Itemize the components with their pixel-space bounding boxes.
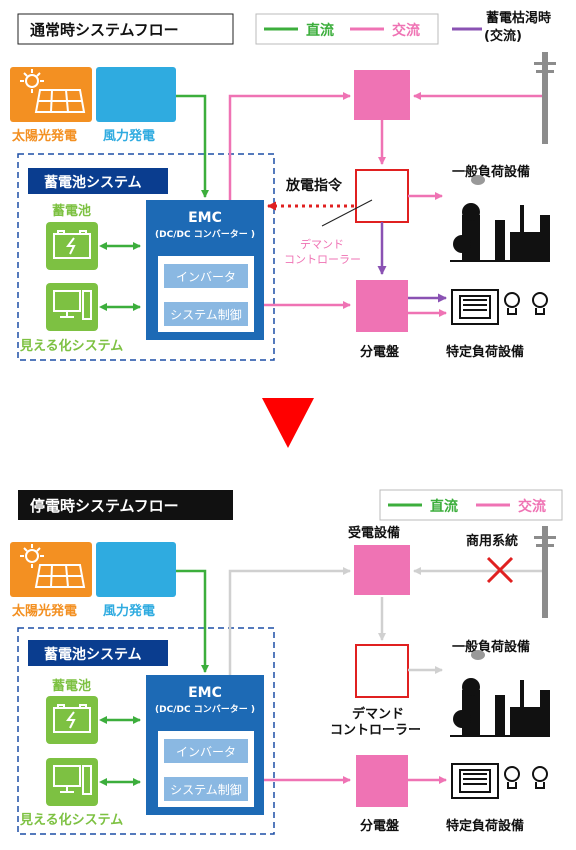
outage-demand-controller-box: [355, 644, 409, 698]
system-control-label: システム制御: [170, 307, 242, 322]
specific-load-label: 特定負荷設備: [446, 344, 524, 360]
outage-battery-system-header: [28, 640, 168, 666]
wind-box: [96, 67, 176, 122]
demand-label-line2: コントローラー: [284, 253, 361, 266]
battery-system-header: [28, 168, 168, 194]
outage-visual-label: 見える化システム: [19, 812, 123, 828]
transition-arrow-icon: [262, 398, 314, 448]
normal-flow-section: 通常時システムフロー 直流 交流 蓄電枯渇時 (交流) 太陽光発電 風力発電 蓄…: [10, 10, 556, 361]
outage-system-control-label: システム制御: [170, 782, 242, 797]
normal-legend-depleted: 蓄電枯渇時: [486, 10, 551, 26]
outage-flow-section: 停電時システムフロー 直流 交流 太陽光発電 風力発電 蓄電池システム 蓄電池: [10, 489, 563, 835]
normal-legend-depleted-note: (交流): [484, 28, 522, 44]
outage-inverter-box: [164, 739, 248, 763]
outage-battery-icon: [53, 704, 91, 733]
outage-title-box: [18, 490, 233, 520]
demand-label-line1: デマンド: [300, 237, 344, 251]
outage-legend-ac: 交流: [518, 498, 546, 515]
general-load-label: 一般負荷設備: [452, 164, 530, 180]
outage-emc-sub-label: (DC/DC コンバーター ): [155, 703, 255, 715]
outage-wind-box: [96, 542, 176, 597]
outage-battery-system-frame: [17, 627, 275, 835]
normal-title: 通常時システムフロー: [30, 21, 179, 39]
outage-commercial-label: 商用系統: [466, 533, 518, 549]
outage-legend-dc: 直流: [430, 498, 458, 515]
discharge-command-label: 放電指令: [285, 177, 343, 194]
ac-flow-emc-receiving: [228, 92, 351, 200]
outage-monitor-icon: [53, 765, 92, 795]
outage-battery-system-label: 蓄電池システム: [44, 646, 142, 663]
outage-specific-load-label: 特定負荷設備: [446, 818, 524, 834]
emc-label: EMC: [188, 210, 222, 226]
normal-title-box: [17, 13, 234, 45]
outage-demand-label-line2: コントローラー: [330, 723, 421, 738]
battery-label: 蓄電池: [52, 203, 91, 219]
distribution-box: [356, 280, 408, 332]
outage-receiving-box: [354, 545, 410, 595]
battery-system-label: 蓄電池システム: [44, 174, 142, 191]
utility-pole-icon: [534, 52, 556, 144]
outage-utility-pole-icon: [534, 526, 556, 618]
receiving-box: [354, 70, 410, 120]
outage-wind-label: 風力発電: [103, 603, 155, 619]
outage-emc-label: EMC: [188, 685, 222, 701]
battery-icon: [53, 230, 91, 259]
outage-demand-label-line1: デマンド: [352, 706, 404, 722]
outage-aircon-icon: [451, 763, 499, 799]
outage-receiving-label: 受電設備: [348, 525, 400, 541]
outage-disabled-emc-receiving: [228, 567, 351, 675]
battery-system-frame: [17, 153, 275, 361]
outage-x-mark-icon: [486, 556, 514, 584]
inverter-box: [164, 264, 248, 288]
outage-solar-label: 太陽光発電: [11, 603, 77, 619]
wind-label: 風力発電: [103, 128, 155, 144]
light-bulb-icon: [504, 292, 548, 315]
monitor-icon: [53, 290, 92, 320]
normal-legend-ac: 交流: [392, 22, 420, 39]
outage-solar-panel-icon: [20, 544, 86, 588]
visual-label: 見える化システム: [19, 338, 123, 354]
inverter-label: インバータ: [176, 270, 236, 284]
distribution-label: 分電盤: [360, 344, 400, 360]
outage-distribution-box: [356, 755, 408, 807]
outage-light-bulb-icon: [504, 766, 548, 789]
solar-panel-icon: [20, 69, 86, 113]
outage-factory-icon: [450, 650, 550, 737]
outage-system-control-box: [164, 777, 248, 801]
emc-sub-label: (DC/DC コンバーター ): [155, 228, 255, 240]
aircon-icon: [451, 289, 499, 325]
outage-title: 停電時システムフロー: [30, 497, 179, 515]
solar-label: 太陽光発電: [11, 128, 77, 144]
outage-general-load-label: 一般負荷設備: [452, 639, 530, 655]
dc-flow-solar-emc: [176, 94, 209, 198]
outage-distribution-label: 分電盤: [360, 818, 400, 834]
outage-dc-flow-solar-emc: [176, 569, 209, 673]
system-control-box: [164, 302, 248, 326]
outage-battery-label: 蓄電池: [52, 678, 91, 694]
normal-legend-dc: 直流: [306, 22, 334, 39]
demand-controller-box: [355, 169, 409, 223]
outage-inverter-label: インバータ: [176, 745, 236, 759]
factory-icon: [450, 175, 550, 262]
